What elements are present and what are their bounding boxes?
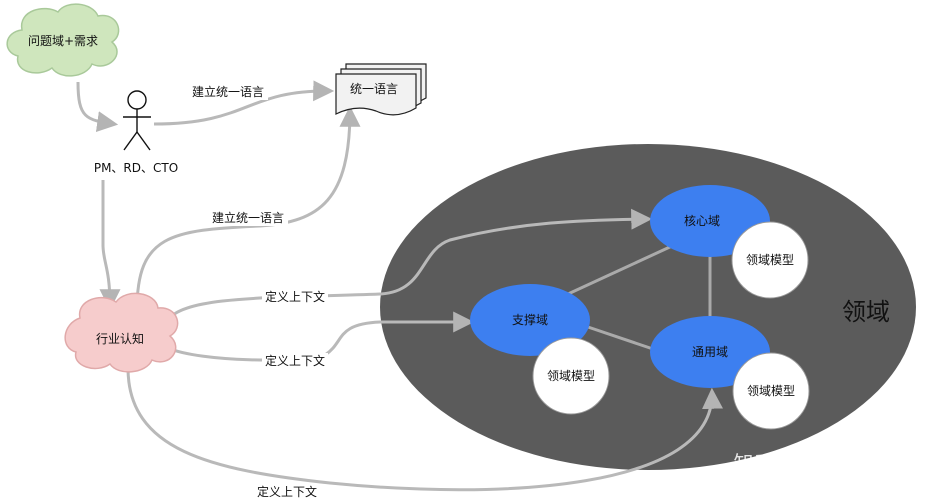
edge-label-knowledge-core: 定义上下文 — [265, 289, 325, 304]
generic-domain-model-label: 领域模型 — [747, 384, 795, 398]
edge-label-knowledge-supporting: 定义上下文 — [265, 353, 325, 368]
industry-knowledge-label: 行业认知 — [96, 332, 144, 346]
actors-label: PM、RD、CTO — [94, 161, 178, 175]
actor-icon — [123, 90, 151, 151]
core-domain-label: 核心域 — [684, 214, 720, 228]
watermark: 知乎 @OneSaaS — [734, 451, 891, 475]
generic-domain-label: 通用域 — [692, 345, 728, 359]
arrow-knowledge-to-generic — [126, 367, 723, 492]
ubiquitous-language-label: 统一语言 — [350, 82, 398, 96]
edge-label-actors-language: 建立统一语言 — [192, 84, 264, 99]
supporting-domain-ellipse — [470, 284, 590, 356]
supporting-domain-label: 支撑域 — [512, 312, 548, 327]
edge-label-knowledge-language: 建立统一语言 — [212, 210, 284, 225]
supporting-domain-model-circle — [532, 337, 610, 415]
arrow-knowledge-to-core — [166, 208, 653, 321]
core-domain-model-circle — [731, 221, 809, 299]
problem-domain-cloud: 问题域+需求 — [6, 3, 120, 77]
arrow-problem-to-actor — [76, 81, 119, 133]
link-supporting-generic — [584, 324, 657, 352]
edge-label-knowledge-generic: 定义上下文 — [257, 484, 317, 499]
ubiquitous-language-doc: 统一语言 — [335, 63, 427, 116]
link-core-supporting — [567, 244, 673, 296]
domain-label: 领域 — [842, 298, 890, 326]
generic-domain-model-circle — [732, 352, 810, 430]
arrow-actor-to-language — [153, 80, 335, 126]
problem-domain-label: 问题域+需求 — [28, 34, 98, 48]
core-domain-model-label: 领域模型 — [746, 253, 794, 267]
domain-ellipse — [380, 144, 916, 470]
arrow-knowledge-to-language — [135, 105, 361, 311]
supporting-domain-model-label: 领域模型 — [547, 369, 595, 383]
industry-knowledge-cloud: 行业认知 — [64, 292, 179, 373]
arrow-actor-to-knowledge — [99, 180, 121, 311]
